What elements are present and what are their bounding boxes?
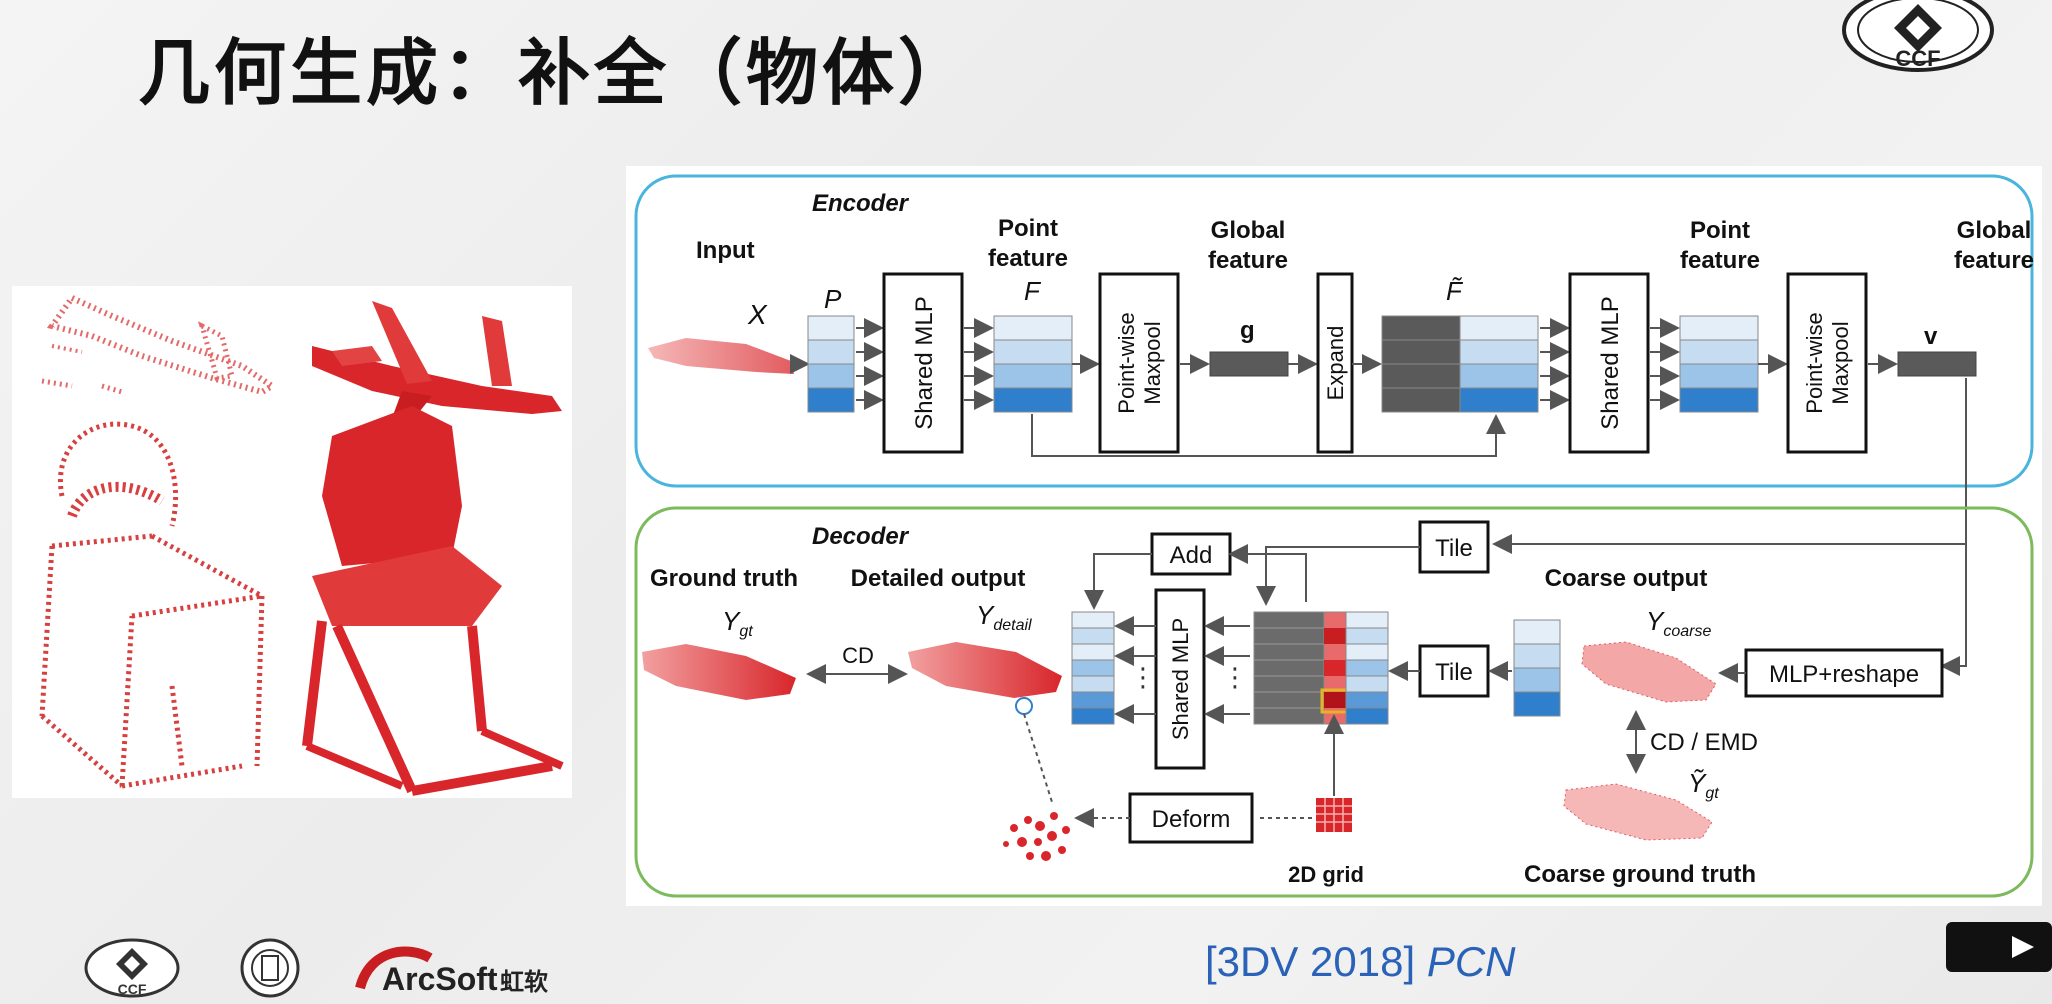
input-car-pointcloud — [648, 338, 794, 374]
coarse-output-label: Coarse output — [1545, 565, 1708, 592]
tile-mid-label: Tile — [1435, 659, 1473, 686]
point-feature-1-label-line1: Point — [998, 215, 1058, 242]
mlp-reshape-label: MLP+reshape — [1769, 661, 1919, 688]
y-detail-symbol: Ydetail — [976, 600, 1032, 634]
global-feature-1-label-line1: Global — [1211, 217, 1286, 244]
2d-grid-patch — [1316, 798, 1352, 832]
maxpool-1-label-line2: Maxpool — [1140, 321, 1165, 404]
arcsoft-logo-text: ArcSoft — [382, 961, 498, 997]
tile-top-label: Tile — [1435, 535, 1473, 562]
detail-zoom-marker — [1015, 697, 1033, 715]
video-play-control[interactable] — [1946, 922, 2052, 972]
ground-truth-label: Ground truth — [650, 565, 798, 592]
completed-chair-pointcloud — [302, 406, 564, 796]
point-feature-2-label-line2: feature — [1680, 247, 1760, 274]
completion-examples-panel — [12, 286, 572, 798]
p-symbol: P — [824, 284, 842, 314]
point-feature-matrix-2 — [1679, 315, 1759, 413]
cd-emd-label: CD / EMD — [1650, 729, 1758, 756]
dots-right: ⋮ — [1222, 662, 1248, 692]
encoder-frame — [634, 174, 2034, 488]
global-feature-2-label-line1: Global — [1957, 217, 2032, 244]
shared-mlp-decoder-block — [1154, 588, 1206, 770]
completed-airplane-pointcloud — [312, 301, 562, 421]
expand-block — [1316, 272, 1354, 454]
dots-left: ⋮ — [1130, 662, 1156, 692]
decoder-frame — [634, 506, 2034, 898]
arcsoft-logo-cn: 虹软 — [500, 968, 548, 996]
detailed-output-label: Detailed output — [851, 565, 1026, 592]
detailed-feature-matrix — [1071, 611, 1115, 725]
deform-label: Deform — [1152, 806, 1231, 833]
g-symbol: g — [1240, 317, 1255, 344]
bottom-logos: CCF ArcSoft 虹软 — [80, 938, 600, 1003]
ccf-logo-text: CCF — [1895, 46, 1940, 71]
y-gt-tilde-symbol: Ỹgt — [1688, 768, 1719, 802]
add-label: Add — [1170, 542, 1213, 569]
tile-top-to-grid-arrow — [1256, 546, 1420, 606]
global-feature-2-label-line2: feature — [1954, 247, 2034, 274]
coarse-ground-truth-car-pointcloud — [1563, 783, 1713, 841]
global-feature-g-vector — [1209, 351, 1289, 377]
ccf-logo-bottom: CCF — [84, 938, 180, 998]
v-symbol: v — [1924, 323, 1938, 350]
tile-top-block — [1418, 520, 1490, 574]
point-feature-2-label-line1: Point — [1690, 217, 1750, 244]
play-icon[interactable] — [2012, 936, 2034, 958]
shared-mlp-decoder-label: Shared MLP — [1168, 618, 1193, 740]
slide-title: 几何生成：补全（物体） — [138, 31, 975, 115]
caption-venue: [3DV 2018] — [1205, 938, 1427, 985]
global-feature-1-label-line2: feature — [1208, 247, 1288, 274]
shared-mlp-1-label: Shared MLP — [911, 296, 938, 429]
point-feature-1-label-line2: feature — [988, 245, 1068, 272]
maxpool-2-block — [1786, 272, 1868, 454]
shared-mlp-1-block — [882, 272, 964, 454]
detailed-output-car-pointcloud — [908, 642, 1062, 698]
point-matrix-p — [807, 315, 855, 413]
2d-grid-label: 2D grid — [1288, 862, 1364, 887]
decoder-input-matrix — [1253, 611, 1389, 725]
ccf-logo-top: CCF — [1838, 0, 1998, 85]
pcn-architecture-diagram: Encoder Input X P Shared MLP — [626, 166, 2042, 906]
f-tilde-symbol: F̃ — [1446, 276, 1464, 306]
v-to-mlp-reshape-arrow — [1940, 378, 1967, 676]
coarse-ground-truth-label: Coarse ground truth — [1524, 861, 1756, 888]
coarse-output-car-pointcloud — [1581, 641, 1717, 703]
concat-feature-matrix-f-tilde — [1381, 315, 1539, 413]
cd-label: CD — [842, 643, 874, 668]
expand-label: Expand — [1323, 326, 1348, 401]
maxpool-2-label-line2: Maxpool — [1828, 321, 1853, 404]
point-feature-matrix-f — [993, 315, 1073, 413]
global-feature-v-vector — [1897, 351, 1977, 377]
encoder-label: Encoder — [812, 190, 910, 217]
maxpool-1-block — [1098, 272, 1180, 454]
input-label: Input — [696, 237, 755, 264]
arcsoft-logo: ArcSoft 虹软 — [355, 946, 548, 997]
svg-text:CCF: CCF — [118, 981, 147, 997]
y-coarse-symbol: Ycoarse — [1646, 606, 1711, 640]
partial-airplane-pointcloud — [41, 294, 278, 396]
jilin-university-logo — [240, 938, 300, 998]
maxpool-1-label-line1: Point-wise — [1114, 312, 1139, 413]
y-gt-symbol: Ygt — [722, 606, 753, 640]
coarse-feature-matrix — [1513, 619, 1561, 717]
decoder-label: Decoder — [812, 523, 910, 550]
caption-method: PCN — [1426, 938, 1516, 985]
shared-mlp-2-block — [1568, 272, 1650, 454]
f-symbol: F — [1024, 276, 1042, 306]
shared-mlp-2-label: Shared MLP — [1597, 296, 1624, 429]
ground-truth-car-pointcloud — [642, 644, 796, 700]
paper-caption: [3DV 2018] PCN — [1205, 938, 1516, 986]
partial-chair-pointcloud — [39, 421, 265, 789]
input-symbol: X — [747, 299, 768, 330]
deformed-local-points — [1003, 812, 1070, 861]
maxpool-2-label-line1: Point-wise — [1802, 312, 1827, 413]
skip-connection-arrow — [1031, 414, 1506, 457]
